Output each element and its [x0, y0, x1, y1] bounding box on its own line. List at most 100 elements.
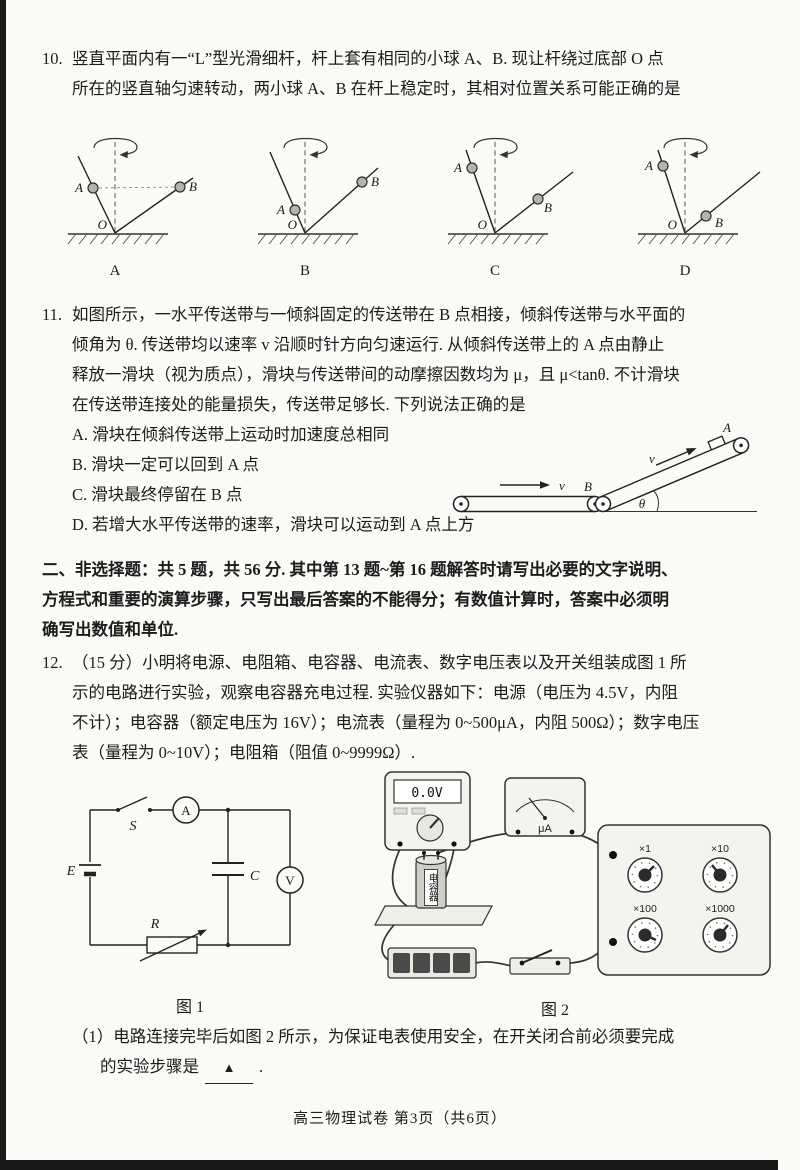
- left-rod: [268, 151, 306, 234]
- switch-label: S: [130, 819, 137, 834]
- q11-text-1: 如图所示，一水平传送带与一倾斜固定的传送带在 B 点相接，倾斜传送带与水平面的: [72, 305, 686, 324]
- dial-x100: [627, 917, 663, 953]
- q12-line-1: 12.（15 分）小明将电源、电阻箱、电容器、电流表、数字电压表以及开关组装成图…: [42, 648, 787, 678]
- q11-option-a: A. 滑块在倾斜传送带上运动时加速度总相同: [72, 425, 390, 444]
- ball-b: [173, 181, 186, 193]
- ball-a-label: A: [276, 202, 285, 217]
- q12-line-4: 表（量程为 0~10V）；电阻箱（阻值 0~9999Ω）.: [72, 743, 416, 762]
- left-rod: [76, 155, 116, 234]
- dial-x1-label: ×1: [639, 843, 651, 855]
- ball-b: [699, 210, 712, 222]
- q12-line-3: 不计）；电容器（额定电压为 16V）；电流表（量程为 0~500μA，内阻 50…: [72, 713, 700, 732]
- rotating-rod-diagram-b: A B O: [257, 137, 379, 245]
- q11-option-d: D. 若增大水平传送带的速率，滑块可以运动到 A 点上方: [72, 515, 475, 534]
- q10-figures: A B O A A B: [25, 130, 775, 280]
- ball-b-label: B: [371, 174, 379, 189]
- belt-speed-label: v: [559, 478, 565, 493]
- ball-a: [465, 162, 478, 174]
- q12-sub1-prefix: 的实验步骤是: [100, 1057, 199, 1076]
- q10-option-b-caption: B: [299, 263, 310, 279]
- capacitor-label: C: [250, 869, 260, 884]
- ammeter-label: A: [181, 803, 191, 818]
- rotation-arrow-icon: [92, 137, 138, 159]
- capacitor-symbol: [212, 807, 244, 948]
- ball-a-label: A: [644, 158, 653, 173]
- answer-blank: ▲: [205, 1053, 253, 1084]
- section2-line-3: 确写出数值和单位.: [42, 620, 179, 639]
- q11-line-3: 释放一滑块（视为质点），滑块与传送带间的动摩擦因数均为 μ，且 μ<tanθ. …: [72, 365, 680, 384]
- microammeter: [504, 777, 586, 837]
- resistor-label: R: [150, 917, 160, 932]
- q11-option-c: C. 滑块最终停留在 B 点: [72, 485, 243, 504]
- dial-x1: [627, 857, 663, 893]
- battery-symbol: [79, 810, 101, 945]
- section2-line-1: 二、非选择题：共 5 题，共 56 分. 其中第 13 题~第 16 题解答时请…: [42, 560, 678, 579]
- battery-pack: [387, 947, 477, 979]
- right-rod: [684, 171, 760, 234]
- rotation-arrow-icon: [472, 137, 518, 159]
- belt-speed-arrow: [500, 481, 550, 489]
- ground: [637, 233, 738, 245]
- ball-b-label: B: [189, 179, 197, 194]
- q10-option-a-caption: A: [109, 263, 121, 279]
- rheostat-symbol: [90, 929, 290, 962]
- angle-theta-label: θ: [639, 496, 646, 511]
- ball-b: [355, 176, 368, 188]
- height-reference-line: [92, 186, 180, 189]
- dial-x1000: [702, 917, 738, 953]
- microammeter-label: μA: [538, 823, 552, 835]
- q11-number: 11.: [42, 305, 63, 324]
- scan-edge-left: [0, 0, 6, 1170]
- rotation-arrow-icon: [662, 137, 708, 159]
- question-12: 12.（15 分）小明将电源、电阻箱、电容器、电流表、数字电压表以及开关组装成图…: [42, 648, 787, 768]
- question-11: 11. 如图所示，一水平传送带与一倾斜固定的传送带在 B 点相接，倾斜传送带与水平…: [42, 300, 787, 540]
- q10-text-1: 竖直平面内有一“L”型光滑细杆，杆上套有相同的小球 A、B. 现让杆绕过底部 O…: [72, 49, 664, 68]
- rotating-rod-diagram-d: A B O: [637, 137, 760, 245]
- battery-label: E: [66, 864, 76, 879]
- dial-x1000-label: ×1000: [705, 903, 735, 915]
- q11-line-2: 倾角为 θ. 传送带均以速率 v 沿顺时针方向匀速运行. 从倾斜传送带上的 A …: [72, 335, 665, 354]
- origin-label: O: [97, 217, 107, 232]
- ball-b-label: B: [715, 215, 723, 230]
- fig2-apparatus-drawing: 0.0V μA: [374, 771, 771, 979]
- ball-a: [86, 182, 99, 194]
- q10-figure-option-c: A B O C: [405, 130, 585, 280]
- ball-b: [531, 193, 544, 205]
- multimeter: [384, 771, 471, 851]
- q10-option-d-caption: D: [679, 263, 691, 279]
- question-10: 10. 竖直平面内有一“L”型光滑细杆，杆上套有相同的小球 A、B. 现让杆绕过底…: [42, 44, 787, 104]
- rotation-arrow-icon: [282, 137, 328, 159]
- dial-x100-label: ×100: [633, 903, 657, 915]
- page-footer: 高三物理试卷 第3页（共6页）: [293, 1111, 507, 1127]
- resistance-box: [597, 824, 771, 976]
- origin-label: O: [287, 217, 297, 232]
- ammeter-symbol: [172, 796, 290, 824]
- q11-line-4: 在传送带连接处的能量损失，传送带足够长. 下列说法正确的是: [72, 395, 526, 414]
- point-a-label: A: [722, 420, 731, 435]
- rotating-rod-diagram-c: A B O: [447, 137, 573, 245]
- q12-sub-question-1: （1）电路连接完毕后如图 2 所示，为保证电表使用安全，在开关闭合前必须要完成 …: [72, 1022, 674, 1084]
- q10-line-1: 10. 竖直平面内有一“L”型光滑细杆，杆上套有相同的小球 A、B. 现让杆绕过底…: [42, 44, 787, 74]
- scan-edge-bottom: [0, 1160, 778, 1170]
- point-b-label: B: [584, 479, 592, 494]
- ground: [67, 233, 168, 245]
- ball-a: [288, 204, 301, 216]
- capacitor-name-label: 电容器: [424, 869, 439, 906]
- dial-x10: [702, 857, 738, 893]
- voltmeter-label: V: [285, 873, 295, 888]
- right-rod: [304, 167, 378, 234]
- multimeter-reading: 0.0V: [411, 786, 442, 801]
- inclined-belt: [599, 435, 750, 512]
- q12-number: 12.: [42, 653, 63, 672]
- rotating-rod-diagram-a: A B O: [67, 137, 197, 245]
- q10-number: 10.: [42, 49, 63, 68]
- figure-1-caption: 图 1: [175, 999, 204, 1016]
- dial-x10-label: ×10: [711, 843, 729, 855]
- horizontal-belt: [452, 495, 604, 513]
- incline-speed-label: v: [649, 451, 655, 466]
- ground: [447, 233, 548, 245]
- ball-a: [656, 160, 669, 172]
- switch-symbol: [90, 796, 173, 812]
- q10-option-c-caption: C: [489, 263, 500, 279]
- voltmeter-symbol: [276, 810, 304, 945]
